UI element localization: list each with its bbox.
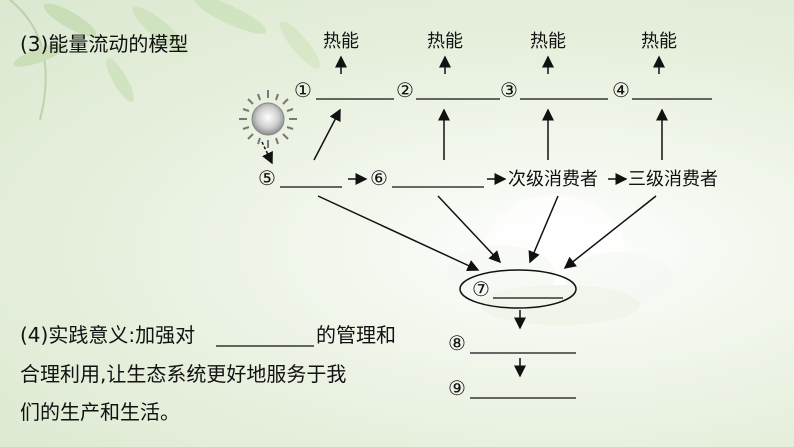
tertiary-consumer-label: 三级消费者: [628, 169, 718, 190]
blank-9-number: ⑨: [448, 376, 466, 400]
blank-7-number: ⑦: [472, 277, 490, 301]
arrow-tertiary-to-7: [563, 195, 657, 269]
blank-5-number: ⑤: [258, 166, 276, 190]
significance-line3: 们的生产和生活。: [20, 400, 180, 424]
section-heading: (3)能量流动的模型: [20, 32, 189, 56]
heat-label-3: 热能: [530, 31, 566, 52]
arrow-producer-to-resp: [313, 108, 341, 161]
heat-label-1: 热能: [323, 31, 359, 52]
arrow-sun-to-producer: [261, 141, 273, 165]
blank-8-number: ⑧: [448, 331, 466, 355]
secondary-consumer-label: 次级消费者: [508, 169, 598, 190]
significance-line1-a: (4)实践意义:加强对: [20, 323, 196, 347]
sun-icon: [239, 90, 297, 148]
blank-1-number: ①: [294, 78, 312, 102]
arrow-5-to-7: [317, 195, 480, 272]
arrow-secondary-to-7: [528, 195, 559, 264]
arrow-6-to-7: [437, 195, 502, 264]
blank-4-number: ④: [612, 78, 630, 102]
decomposer-ellipse: [459, 269, 577, 309]
significance-line2: 合理利用,让生态系统更好地服务于我: [20, 362, 347, 386]
heat-label-2: 热能: [427, 31, 463, 52]
significance-line1-b: 的管理和: [316, 323, 396, 347]
blank-3-number: ③: [500, 78, 518, 102]
blank-2-number: ②: [396, 78, 414, 102]
decorative-flower: [445, 195, 675, 325]
decorative-leaves: [9, 0, 321, 121]
heat-label-4: 热能: [641, 31, 677, 52]
blank-6-number: ⑥: [370, 166, 388, 190]
